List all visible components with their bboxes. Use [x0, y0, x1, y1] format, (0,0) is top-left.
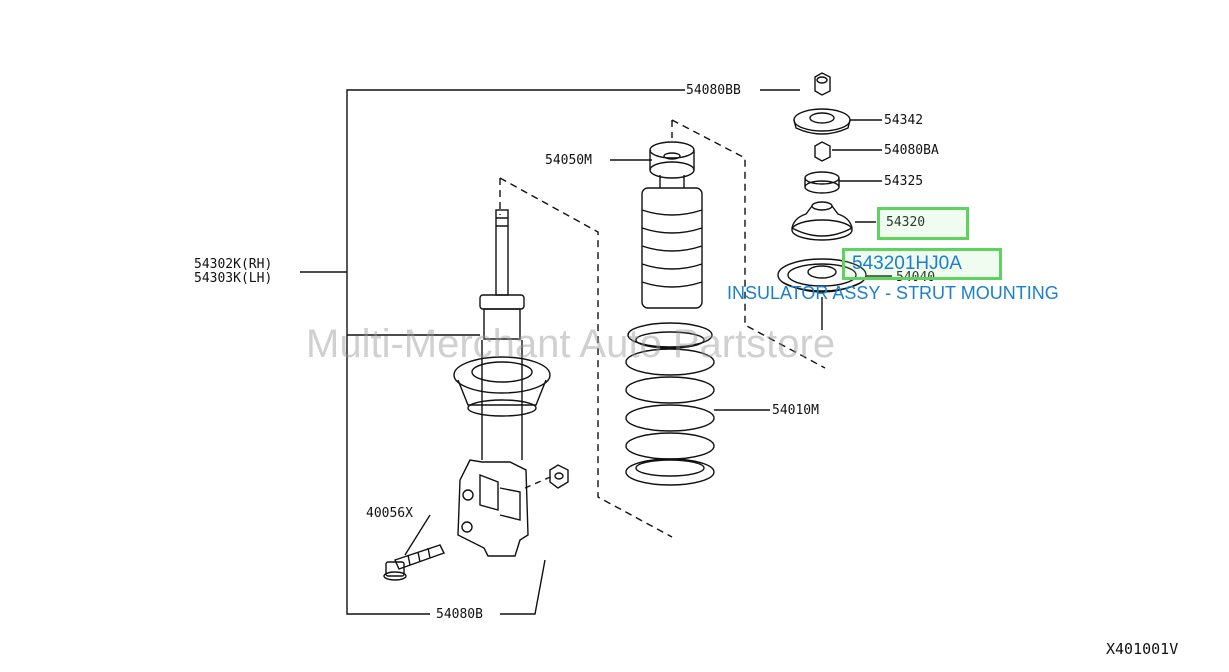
- label-54080BB[interactable]: 54080BB: [686, 83, 741, 98]
- nut-top-shape: [814, 72, 831, 96]
- highlight-box-54320[interactable]: [877, 207, 969, 240]
- drawing-code: X401001V: [1106, 640, 1179, 658]
- nut-mid-shape: [814, 141, 831, 162]
- insulator-shape: [791, 201, 853, 241]
- label-54342[interactable]: 54342: [884, 113, 924, 128]
- bumper-group-dashed: [671, 119, 826, 369]
- piston-rod: [495, 209, 509, 296]
- label-54080B[interactable]: 54080B: [436, 607, 483, 622]
- coil-spring-shape: [625, 322, 715, 486]
- label-54320[interactable]: 54320: [886, 215, 926, 230]
- label-54050M[interactable]: 54050M: [545, 153, 592, 168]
- label-54325[interactable]: 54325: [884, 174, 924, 189]
- highlight-description: INSULATOR ASSY - STRUT MOUNTING: [727, 283, 1059, 303]
- knuckle-bracket: [457, 459, 529, 557]
- watermark-text: Multi-Merchant Auto Partstore: [306, 322, 836, 366]
- nut-bottom-shape: [549, 464, 569, 489]
- bumper-shape: [641, 141, 703, 309]
- spring-group-dashed: [499, 177, 673, 538]
- label-54080BA[interactable]: 54080BA: [884, 143, 939, 158]
- label-54010M[interactable]: 54010M: [772, 403, 819, 418]
- label-strut[interactable]: 54302K(RH) 54303K(LH): [194, 257, 273, 286]
- strut-bracket-line: [346, 89, 685, 615]
- highlight-part-number[interactable]: 543201HJ0A: [852, 253, 962, 274]
- label-40056X[interactable]: 40056X: [366, 506, 413, 521]
- washer-shape: [804, 171, 840, 194]
- seat-shape: [793, 108, 851, 135]
- highlight-box-part-number[interactable]: [842, 248, 1002, 280]
- bolt-shape: [383, 544, 445, 581]
- bearing-shape: [777, 258, 867, 293]
